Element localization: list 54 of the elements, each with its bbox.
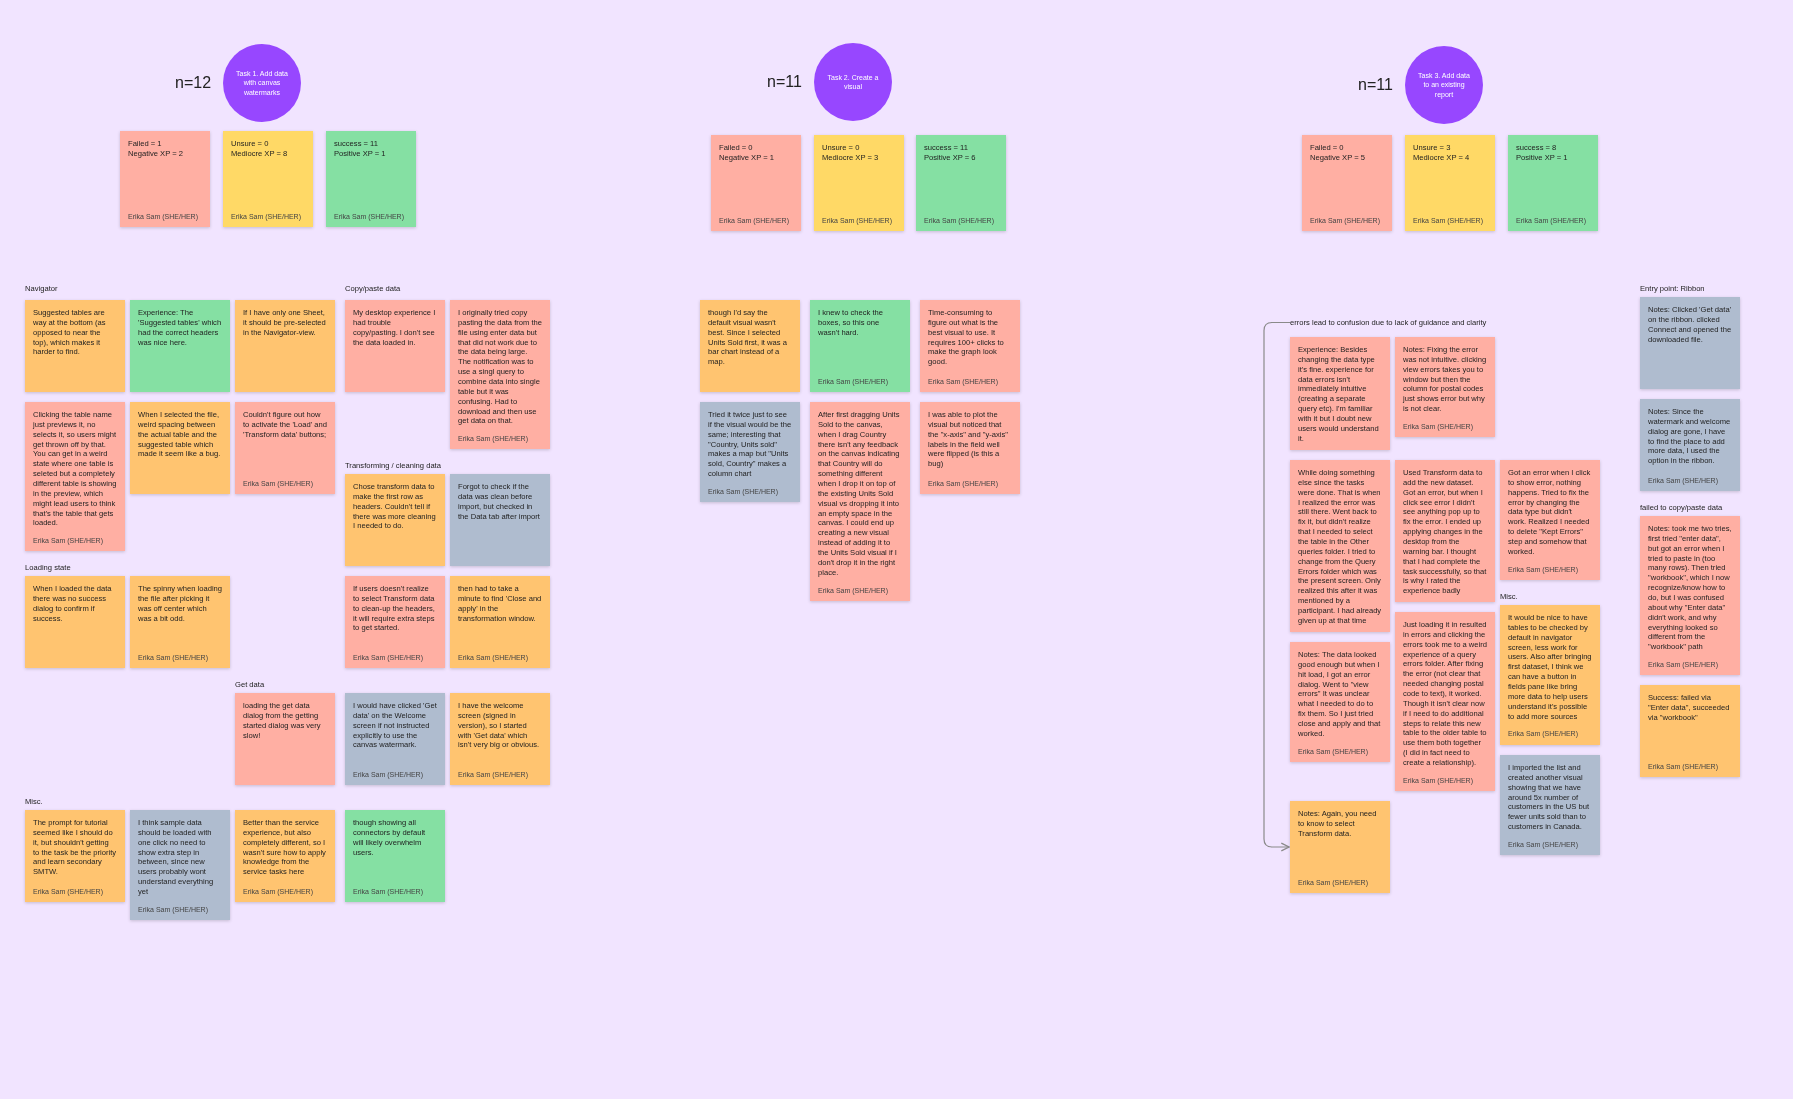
sticky-note — [345, 576, 445, 668]
sticky-note — [1290, 337, 1390, 450]
sticky-note — [814, 135, 904, 231]
sticky-note — [235, 300, 335, 392]
sticky-note — [25, 810, 125, 902]
sticky-note — [25, 402, 125, 552]
sticky-note — [345, 474, 445, 566]
sticky-note — [810, 300, 910, 392]
sticky-note — [450, 474, 550, 566]
sticky-note — [1395, 460, 1495, 603]
sticky-note — [345, 693, 445, 785]
sticky-note — [1500, 605, 1600, 745]
sticky-note — [130, 576, 230, 668]
sticky-note — [1508, 135, 1598, 231]
sticky-note — [120, 131, 210, 227]
sticky-note — [700, 300, 800, 392]
sticky-note — [1395, 612, 1495, 791]
sticky-note — [25, 576, 125, 668]
sticky-note — [130, 300, 230, 392]
sticky-note — [25, 300, 125, 392]
sticky-note — [450, 576, 550, 668]
sticky-note — [920, 300, 1020, 392]
sticky-note — [916, 135, 1006, 231]
connector-arrow — [1263, 321, 1291, 852]
sticky-note — [235, 810, 335, 902]
sticky-note — [1395, 337, 1495, 438]
sticky-note — [345, 810, 445, 902]
sticky-note — [1640, 297, 1740, 389]
sticky-note — [1405, 135, 1495, 231]
sample-size-label: n=12 — [175, 74, 212, 92]
sticky-note — [1290, 801, 1390, 893]
sticky-note — [1500, 755, 1600, 856]
sticky-note — [920, 402, 1020, 494]
sticky-note — [223, 131, 313, 227]
sample-size-label: n=11 — [767, 73, 802, 91]
sticky-note — [1500, 460, 1600, 580]
sticky-note — [1640, 516, 1740, 676]
sticky-note — [810, 402, 910, 601]
sticky-note — [235, 693, 335, 785]
sticky-note — [1302, 135, 1392, 231]
sticky-note — [130, 402, 230, 494]
sticky-note — [1290, 642, 1390, 762]
sticky-note — [326, 131, 416, 227]
sticky-note — [235, 402, 335, 494]
sticky-note — [1640, 399, 1740, 491]
sticky-note — [450, 693, 550, 785]
sticky-note — [1290, 460, 1390, 632]
sticky-note — [1640, 685, 1740, 777]
sticky-note — [130, 810, 230, 920]
sticky-note — [450, 300, 550, 450]
sticky-note — [711, 135, 801, 231]
sticky-note — [700, 402, 800, 503]
sample-size-label: n=11 — [1358, 76, 1393, 94]
sticky-note — [345, 300, 445, 392]
